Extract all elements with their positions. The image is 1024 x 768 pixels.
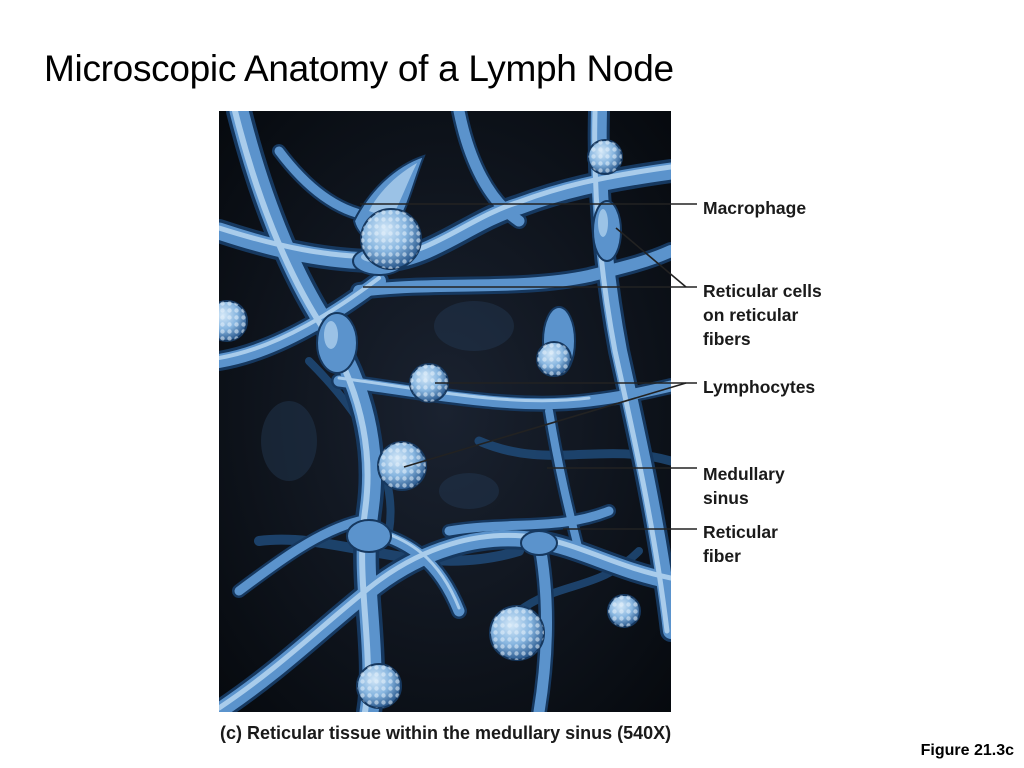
figure-caption: (c) Reticular tissue within the medullar… [220,723,672,743]
label-lymphocytes: Lymphocytes [703,377,816,397]
label-medullary-sinus: Medullary sinus [703,464,785,508]
micrograph-illustration [219,111,671,712]
slide-title: Microscopic Anatomy of a Lymph Node [44,48,674,89]
label-macrophage: Macrophage [703,198,807,218]
micrograph-image [219,111,671,712]
label-reticular-cells: Reticular cells on reticular fibers [703,281,822,349]
figure-reference: Figure 21.3c [920,742,1014,759]
label-reticular-fiber: Reticular fiber [703,522,778,566]
